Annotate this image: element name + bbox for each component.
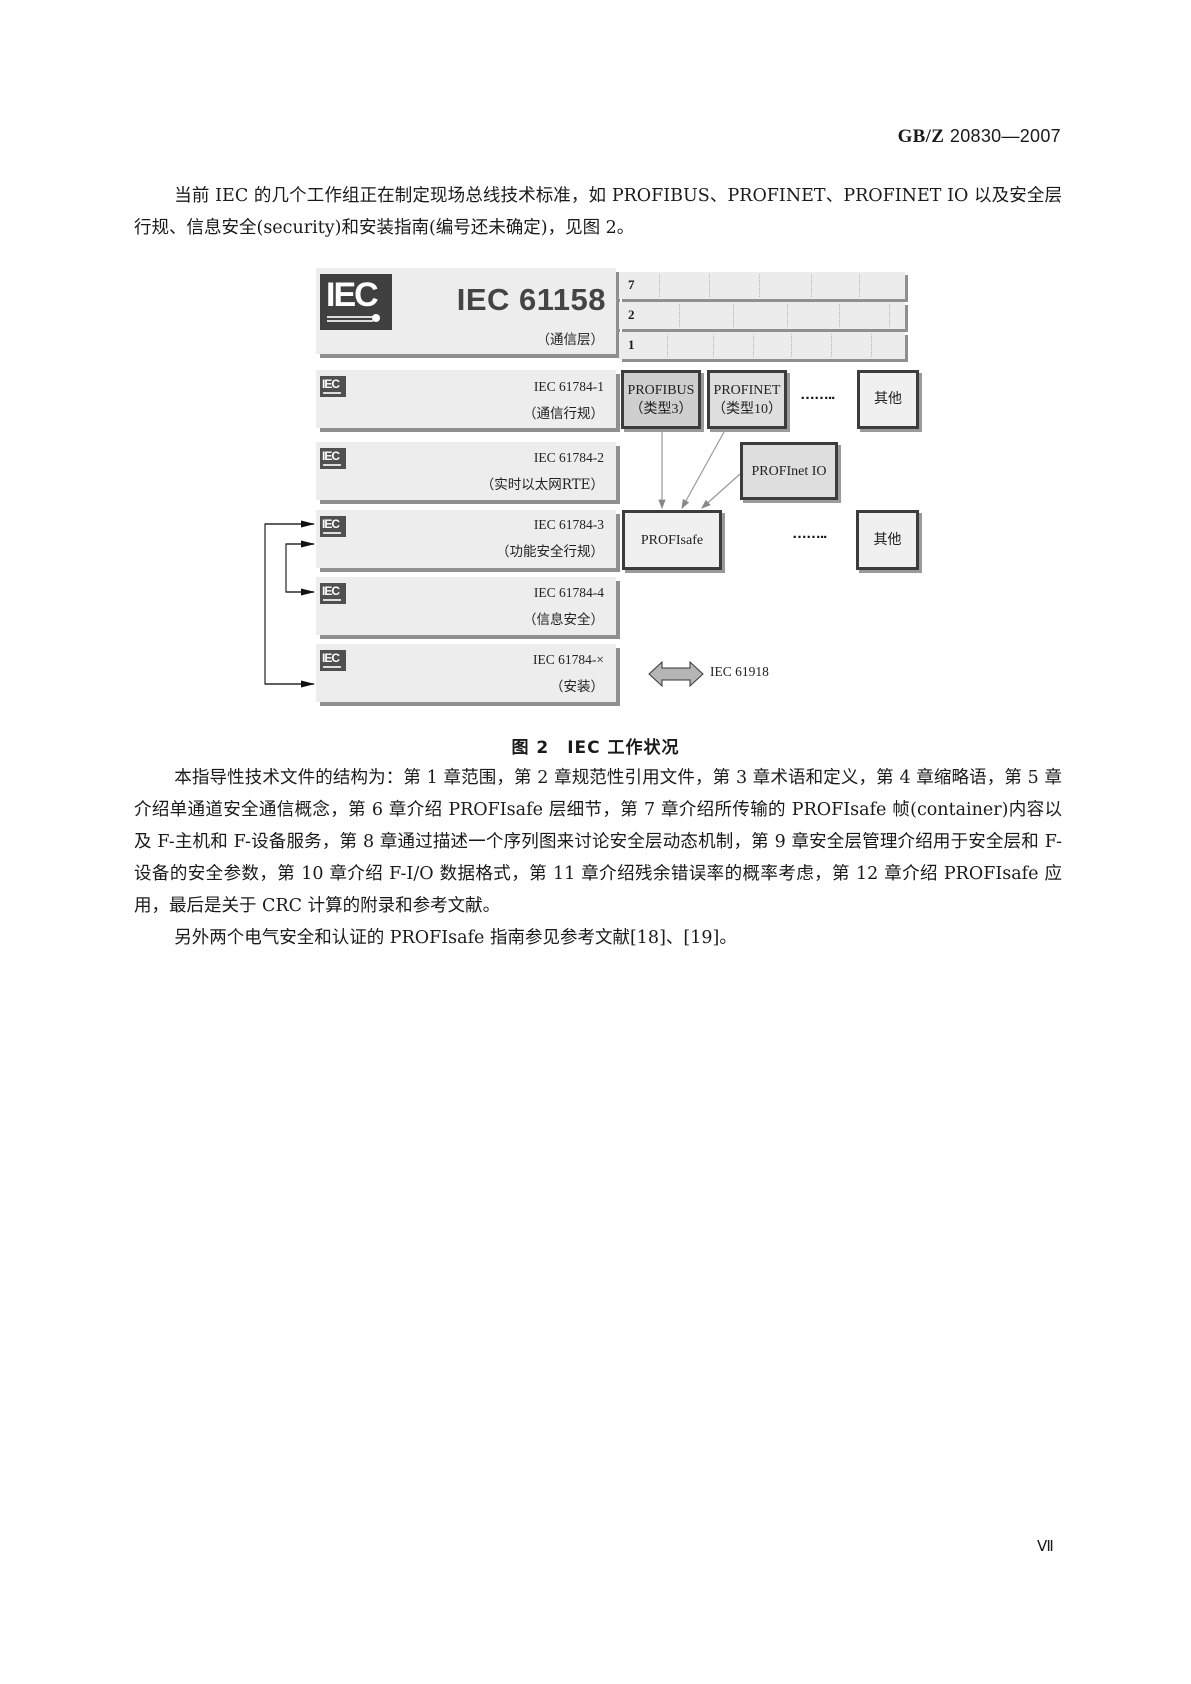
- profibus-box: PROFIBUS（类型3）: [621, 370, 701, 429]
- row-iec61784-x: IEC IEC 61784-× （安装）: [316, 644, 616, 702]
- reference-paragraph: 另外两个电气安全和认证的 PROFIsafe 指南参见参考文献[18]、[19]…: [174, 928, 737, 948]
- row-iec61784-3: IEC IEC 61784-3 （功能安全行规）: [316, 510, 616, 568]
- connector-lines: [264, 431, 741, 688]
- body-paragraphs: 本指导性技术文件的结构为：第 1 章范围，第 2 章规范性引用文件，第 3 章术…: [134, 762, 1062, 954]
- structure-paragraph: 本指导性技术文件的结构为：第 1 章范围，第 2 章规范性引用文件，第 3 章术…: [134, 768, 1062, 916]
- figure-iec-status-diagram: IEC IEC 61158 （通信层） 7 2 1 IEC IEC 61784-…: [262, 262, 932, 712]
- figure-caption: 图 2 IEC 工作状况: [511, 738, 680, 758]
- layer-1: 1: [619, 332, 905, 359]
- profinet-io-box: PROFInet IO: [740, 442, 838, 500]
- iec61918-label: IEC 61918: [710, 664, 769, 679]
- iec-logo-icon: IEC: [320, 274, 392, 330]
- iec-logo-icon: IEC: [320, 650, 346, 671]
- standard-label: IEC 61784-4: [533, 585, 604, 600]
- ellipsis-1: ……..: [800, 386, 835, 403]
- layer-2: 2: [619, 302, 905, 329]
- standard-label: IEC 61784-3: [533, 517, 604, 532]
- standard-desc: （信息安全）: [523, 612, 604, 628]
- standard-label: IEC 61784-1: [533, 379, 604, 394]
- iec-logo-icon: IEC: [320, 516, 346, 537]
- iec-logo-icon: IEC: [320, 448, 346, 469]
- layer-7: 7: [619, 272, 905, 299]
- intro-text: 当前 IEC 的几个工作组正在制定现场总线技术标准，如 PROFIBUS、PRO…: [134, 186, 1062, 238]
- document-code: GB/Z 20830—2007: [898, 126, 1061, 148]
- iec61158-title: IEC 61158: [456, 282, 606, 317]
- row-iec61784-1: IEC IEC 61784-1 （通信行规）: [316, 370, 616, 428]
- iec61158-subtitle: （通信层）: [536, 332, 605, 348]
- iec-logo-icon: IEC: [320, 376, 346, 397]
- standard-label: IEC 61784-2: [533, 450, 604, 465]
- page-number: Ⅶ: [1037, 1539, 1054, 1555]
- standard-desc: （实时以太网RTE）: [480, 477, 604, 493]
- intro-paragraph: 当前 IEC 的几个工作组正在制定现场总线技术标准，如 PROFIBUS、PRO…: [134, 180, 1062, 244]
- standard-desc: （功能安全行规）: [496, 544, 604, 560]
- row-iec61784-2: IEC IEC 61784-2 （实时以太网RTE）: [316, 442, 616, 500]
- row-iec61784-4: IEC IEC 61784-4 （信息安全）: [316, 577, 616, 635]
- standard-desc: （安装）: [550, 679, 604, 695]
- profisafe-box: PROFIsafe: [622, 510, 722, 570]
- document-code-prefix: GB/Z: [897, 126, 945, 147]
- standard-label: IEC 61784-×: [533, 652, 604, 667]
- others-box-2: 其他: [856, 510, 919, 570]
- others-box-1: 其他: [857, 370, 919, 429]
- ellipsis-2: ……..: [792, 525, 827, 542]
- standard-desc: （通信行规）: [523, 406, 604, 422]
- profinet-box: PROFINET（类型10）: [707, 370, 787, 429]
- document-code-number: 20830—2007: [949, 126, 1061, 146]
- iec61158-block: IEC IEC 61158 （通信层）: [316, 268, 616, 354]
- iec-logo-icon: IEC: [320, 583, 346, 604]
